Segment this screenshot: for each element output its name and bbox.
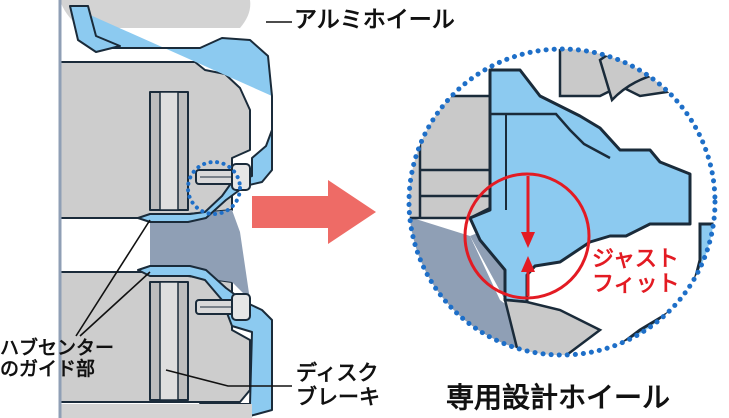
hub-shade <box>150 210 250 300</box>
detail-marker-circle <box>186 160 242 216</box>
hub-bolt-upper <box>195 163 251 191</box>
aluminium-wheel <box>69 5 273 223</box>
label-disc-brake: ディスク ブレーキ <box>296 361 380 409</box>
tyre-top <box>60 0 251 28</box>
zoom-circle-outline <box>406 46 718 358</box>
label-hub-center-guide: ハブセンター のガイド部 <box>0 337 115 381</box>
hub-bolt-lower <box>195 293 251 321</box>
label-aluminium-wheel: アルミホイール <box>294 7 455 33</box>
diagram-caption: 専用設計ホイール <box>446 381 671 414</box>
fit-arrows <box>521 176 535 296</box>
leader-lines <box>75 21 292 387</box>
rim-flange <box>69 5 121 53</box>
zoom-view <box>409 49 715 355</box>
label-just-fit: ジャスト フィット <box>592 247 680 297</box>
zoom-arrow <box>252 180 376 244</box>
wheel-cross-section <box>58 0 273 418</box>
tyre-bottom <box>60 404 252 418</box>
fit-highlight-circle <box>463 172 591 300</box>
